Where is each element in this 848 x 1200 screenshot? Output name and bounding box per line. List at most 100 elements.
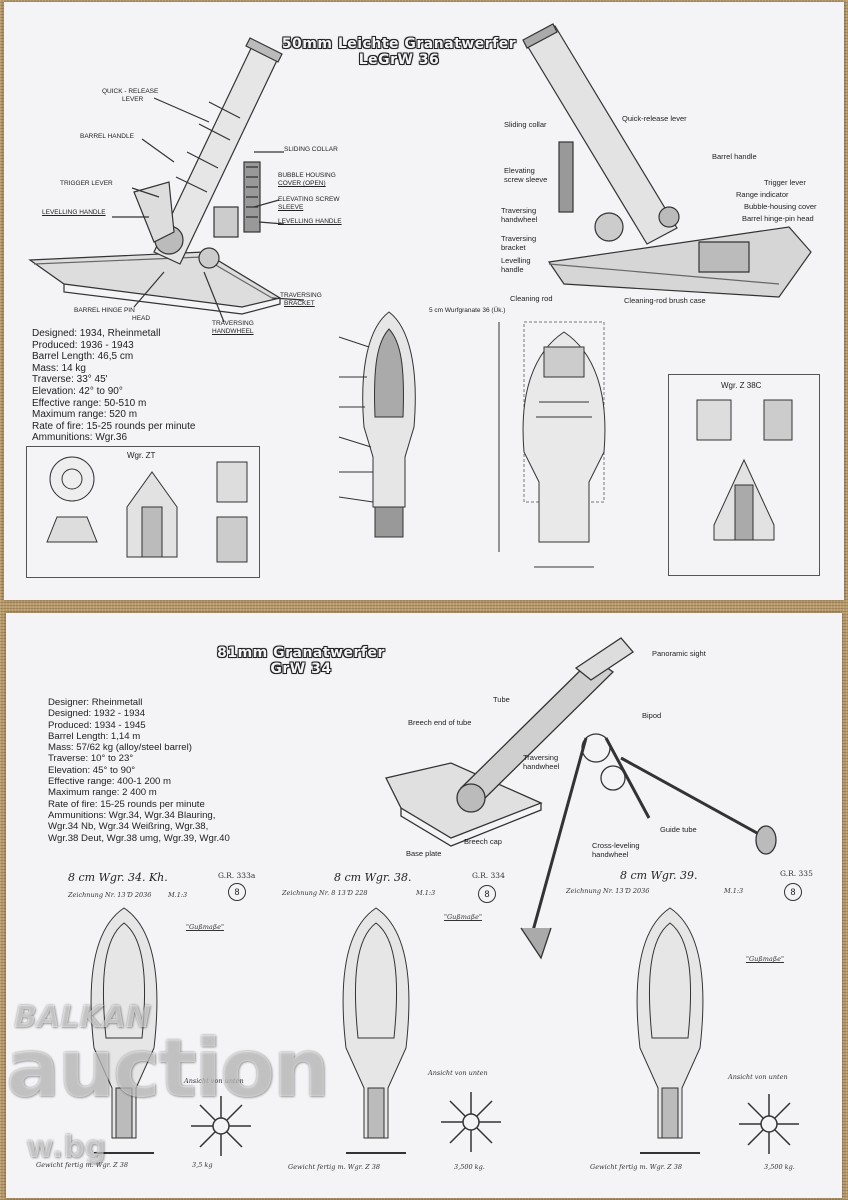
label-cross-levelling-handwheel: Cross-leveling handwheel <box>592 841 640 859</box>
shell-2-section <box>342 907 410 1154</box>
spec-line: Barrel Length: 1,14 m <box>48 730 141 742</box>
label-r-range-indicator: Range indicator <box>736 190 789 199</box>
fuze-wgr-zt-drawing <box>46 456 248 563</box>
spec-line: Barrel Length: 46,5 cm <box>32 351 134 363</box>
label-r-cleaning-rod: Cleaning rod <box>510 294 553 303</box>
label-r-levelling-handle: Levelling handle <box>501 256 531 274</box>
label-r-barrel-hinge-pin-head: Barrel hinge-pin head <box>742 214 814 223</box>
shell-3-drawing-no: Zeichnung Nr. 13 Ɗ 2036 <box>566 887 650 895</box>
label-barrel-handle: BARREL HANDLE <box>80 133 134 140</box>
mortar-50mm-right-drawing <box>522 23 812 298</box>
shell-1-number: 8 <box>228 883 246 901</box>
shell-1-drawing-no: Zeichnung Nr. 13 Ɗ 2036 <box>68 891 152 899</box>
shell-1-gr: G.R. 333a <box>218 871 256 880</box>
shell-2-scale: M.1:3 <box>416 889 436 897</box>
shell-1-scale: M.1:3 <box>168 891 188 899</box>
label-quick-release: QUICK - RELEASE <box>102 88 159 95</box>
spec-line: Produced: 1936 - 1943 <box>32 339 134 351</box>
label-r-sliding-collar: Sliding collar <box>504 120 547 129</box>
shell-2-weight: 3,500 kg. <box>454 1163 485 1171</box>
label-r-trigger-lever: Trigger lever <box>764 178 806 187</box>
sheet-50mm-mortar: 50mm Leichte Granatwerfer LeGrW 36 QUICK… <box>4 2 844 600</box>
shell-3-heading: 8 cm Wgr. 39. <box>620 869 698 882</box>
shell-1-weight: 3,5 kg <box>192 1161 213 1169</box>
spec-line: Rate of fire: 15-25 rounds per minute <box>32 420 196 432</box>
shell-2-view: Ansicht von unten <box>428 1069 488 1077</box>
shell-2-heading: 8 cm Wgr. 38. <box>334 871 412 884</box>
shell-3-gr: G.R. 335 <box>780 869 813 878</box>
spec-line: Mass: 57/62 kg (alloy/steel barrel) <box>48 742 192 754</box>
label-cover-open: COVER (OPEN) <box>278 180 326 187</box>
spec-line: Mass: 14 kg <box>32 362 86 374</box>
label-r-quick-release-lever: Quick-release lever <box>622 114 687 123</box>
mortar-50mm-left-drawing <box>28 37 305 323</box>
shell-2-number: 8 <box>478 885 496 903</box>
spec-line: Ammunitions: Wgr.36 <box>32 432 128 444</box>
watermark-line3: w.bg <box>26 1130 107 1165</box>
spec-line: Wgr.34 Nb, Wgr.34 Weißring, Wgr.38, <box>48 821 209 833</box>
shell-1-bottom-view <box>191 1096 251 1156</box>
spec-line: Produced: 1934 - 1945 <box>48 719 146 731</box>
shell-2-drawing-no: Zeichnung Nr. 8 13 Ɗ 228 <box>282 889 368 897</box>
spec-line: Elevation: 45° to 90° <box>48 764 136 776</box>
label-base-plate: Base plate <box>406 849 442 858</box>
fuze-wgr-z38c-title: Wgr. Z 38C <box>721 381 762 390</box>
spec-line: Effective range: 50-510 m <box>32 397 147 409</box>
shell-wgr36-title: 5 cm Wurfgranate 36 (Ük.) <box>429 307 506 314</box>
shell-2-mass-tag: "Gußmaße" <box>444 913 482 921</box>
label-r-traversing-bracket: Traversing bracket <box>501 234 537 252</box>
label-r-barrel-handle: Barrel handle <box>712 152 757 161</box>
sheet-81mm-mortar: 81mm Granatwerfer GrW 34 Designer: Rhein… <box>6 613 842 1198</box>
label-traversing-handwheel-81: Traversing handwheel <box>523 753 560 771</box>
spec-line: Maximum range: 2 400 m <box>48 787 157 799</box>
shell-1-mass-tag: "Gußmaße" <box>186 923 224 931</box>
label-breech-cap: Breech cap <box>464 837 502 846</box>
fuze-wgr-zt-box: Wgr. ZT <box>26 446 260 578</box>
spec-line: Traverse: 10° to 23° <box>48 753 134 765</box>
label-head: HEAD <box>132 315 151 322</box>
shell-2-weight-label: Gewicht fertig m. Wgr. Z 38 <box>288 1163 380 1171</box>
mortar-81mm-drawing <box>385 637 777 960</box>
label-traversing-bracket-1: TRAVERSING <box>280 292 322 299</box>
spec-line: Designer: Rheinmetall <box>48 697 143 708</box>
shell-3-section <box>636 907 704 1154</box>
shell-wgr36-external <box>498 321 606 568</box>
sheet1-title-line2: LeGrW 36 <box>358 52 440 68</box>
label-sleeve: SLEEVE <box>278 204 304 211</box>
shell-3-scale: M.1:3 <box>724 887 744 895</box>
sheet2-title: 81mm Granatwerfer GrW 34 <box>186 645 416 677</box>
shell-1-view: Ansicht von unten <box>184 1077 244 1085</box>
label-sliding-collar: SLIDING COLLAR <box>284 146 338 153</box>
label-panoramic-sight: Panoramic sight <box>652 649 706 658</box>
label-r-bubble-housing-cover: Bubble-housing cover <box>744 202 817 211</box>
sheet1-title-line1: 50mm Leichte Granatwerfer <box>281 36 517 52</box>
label-barrel-hinge-pin: BARREL HINGE PIN <box>74 307 135 314</box>
spec-line: Designed: 1932 - 1934 <box>48 708 146 720</box>
spec-line: Designed: 1934, Rheinmetall <box>32 328 161 339</box>
label-r-traversing-handwheel: Traversing handwheel <box>501 206 538 224</box>
spec-line: Maximum range: 520 m <box>32 409 138 421</box>
label-traversing-handwheel-1: TRAVERSING <box>212 320 254 327</box>
shell-2-gr: G.R. 334 <box>472 871 505 880</box>
label-levelling-handle: LEVELLING HANDLE <box>42 209 106 216</box>
spec-line: Elevation: 42° to 90° <box>32 385 123 397</box>
spec-line: Traverse: 33° 45' <box>32 374 108 386</box>
shell-2-bottom-view <box>441 1092 501 1152</box>
sheet1-specs: Designed: 1934, Rheinmetall Produced: 19… <box>32 328 195 444</box>
fuze-wgr-zt-title: Wgr. ZT <box>127 451 156 460</box>
label-elevating-screw: ELEVATING SCREW <box>278 196 340 203</box>
shell-3-number: 8 <box>784 883 802 901</box>
label-handwheel: HANDWHEEL <box>212 328 254 335</box>
label-r-elevating-screw-sleeve: Elevating screw sleeve <box>504 166 548 184</box>
label-tube: Tube <box>493 695 510 704</box>
sheet2-specs: Designer: Rheinmetall Designed: 1932 - 1… <box>48 697 230 844</box>
fuze-wgr-z38c-drawing <box>696 399 793 541</box>
label-trigger-lever: TRIGGER LEVER <box>60 180 113 187</box>
shell-wgr36-section <box>338 311 416 538</box>
spec-line: Rate of fire: 15-25 rounds per minute <box>48 798 205 810</box>
watermark-line2: auction <box>6 1022 330 1115</box>
sheet1-title: 50mm Leichte Granatwerfer LeGrW 36 <box>274 36 524 68</box>
shell-3-mass-tag: "Gußmaße" <box>746 955 784 963</box>
spec-line: Effective range: 400-1 200 m <box>48 776 172 788</box>
sheet2-title-line2: GrW 34 <box>270 661 332 677</box>
